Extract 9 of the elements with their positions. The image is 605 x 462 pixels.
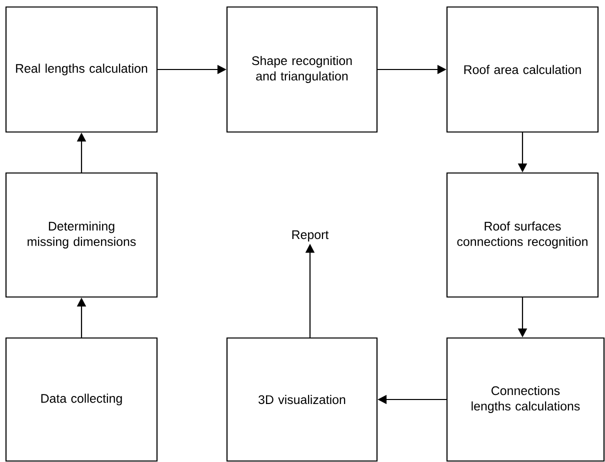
process-box: Roof surfaces connections recognition — [446, 172, 599, 298]
process-box: Determining missing dimensions — [5, 172, 158, 298]
process-box: Shape recognition and triangulation — [226, 6, 378, 133]
label-text: Report — [292, 230, 329, 242]
process-box: Real lengths calculation — [5, 6, 158, 133]
process-box: Roof area calculation — [446, 6, 599, 133]
process-box: Connections lengths calculations — [446, 337, 605, 462]
process-box: Data collecting — [5, 337, 158, 462]
process-box: 3D visualization — [226, 337, 378, 462]
